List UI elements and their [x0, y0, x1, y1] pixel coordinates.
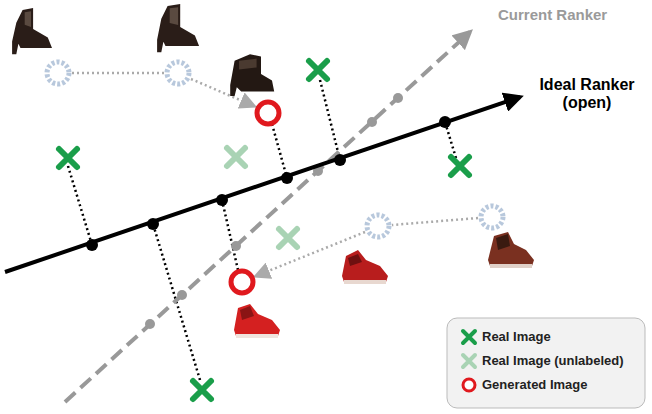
axis-label: Ideal Ranker (open): [528, 76, 646, 113]
sneaker-image: [234, 304, 280, 338]
trajectory: [392, 218, 478, 225]
legend-sample: [460, 376, 478, 394]
projection-line: [68, 166, 92, 245]
point: [177, 290, 187, 300]
point: [147, 218, 159, 230]
legend-cross: [463, 355, 475, 367]
boot-image: [12, 8, 52, 54]
legend-sample: [460, 352, 478, 370]
point: [145, 319, 155, 329]
ideal-ranker-points: [86, 116, 451, 251]
point: [393, 93, 403, 103]
legend-sample: [460, 328, 478, 346]
boot-image: [230, 54, 274, 96]
intermediate-point: [481, 206, 503, 228]
projection-line: [222, 200, 238, 270]
real-cross: [193, 381, 211, 399]
trajectories: [72, 73, 478, 276]
unlabeled-cross: [227, 148, 245, 166]
sneaker-image: [342, 250, 388, 284]
generated-point: [231, 271, 253, 293]
boot-image: [157, 4, 199, 52]
legend-text: Real Image: [482, 329, 551, 344]
intermediate-point: [367, 215, 389, 237]
projection-line: [320, 80, 340, 160]
generated-point: [257, 102, 279, 124]
axis-label: Current Ranker: [498, 6, 648, 23]
black-boots: [12, 4, 274, 96]
legend-cross: [463, 331, 475, 343]
unlabeled-points: [227, 148, 297, 247]
point: [334, 154, 346, 166]
intermediate-points: [47, 62, 503, 237]
trajectory: [72, 72, 164, 75]
unlabeled-cross: [279, 229, 297, 247]
real-cross: [309, 61, 327, 79]
projection-line: [272, 124, 287, 178]
intermediate-point: [167, 62, 189, 84]
point: [367, 117, 377, 127]
point: [231, 241, 241, 251]
real-cross: [59, 149, 77, 167]
intermediate-point: [47, 62, 69, 84]
point: [281, 172, 293, 184]
ideal-ranker-axis: [5, 97, 520, 272]
real-cross: [451, 157, 469, 175]
red-sneakers: [234, 232, 534, 338]
point: [439, 116, 451, 128]
legend-text: Generated Image: [482, 377, 588, 392]
legend-panel: [447, 318, 645, 408]
point: [216, 194, 228, 206]
legend-text: Real Image (unlabeled): [482, 353, 624, 368]
generated-points: [231, 102, 279, 293]
legend-ring: [463, 379, 475, 391]
sneaker-image: [488, 232, 534, 268]
point: [86, 239, 98, 251]
real-points: [59, 61, 469, 399]
current-ranker-axis: [65, 32, 470, 402]
